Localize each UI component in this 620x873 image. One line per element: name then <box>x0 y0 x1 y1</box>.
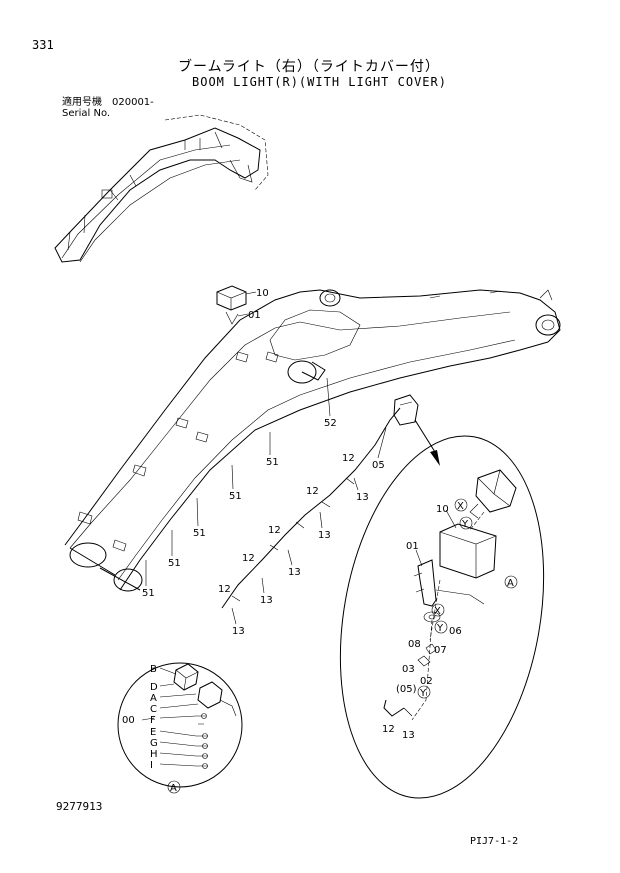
serial-label-en: Serial No. <box>62 108 111 119</box>
figure-code: PIJ7-1-2 <box>470 836 519 847</box>
ref-y: Y <box>419 688 427 699</box>
detail-arrow <box>430 450 440 466</box>
detail-view: X Y X Y Y A 10 01 06 07 08 03 02 (05) 12… <box>339 435 545 799</box>
boom-light-small <box>393 394 419 426</box>
inset-letter-c: C <box>150 704 157 715</box>
callout-13: 13 <box>288 567 301 578</box>
inset-kit-view: B D A C F E G H I 00 A <box>117 662 243 794</box>
inset-letter-i: I <box>150 760 153 771</box>
serial-label-jp: 適用号機 020001- <box>62 97 154 108</box>
callout-10: 10 <box>436 504 449 515</box>
callout-10: 10 <box>256 288 269 299</box>
inset-ref-a: A <box>170 783 177 794</box>
callout-06: 06 <box>449 626 462 637</box>
inset-letter-g: G <box>150 738 158 749</box>
inset-letter-d: D <box>150 682 158 693</box>
inset-letter-f: F <box>150 715 156 726</box>
callout-01: 01 <box>406 541 419 552</box>
inset-letter-e: E <box>150 727 156 738</box>
callout-01: 01 <box>248 310 261 321</box>
callout-51: 51 <box>168 558 181 569</box>
title-japanese: ブームライト（右）（ライトカバー付） <box>178 59 440 75</box>
callout-12: 12 <box>218 584 231 595</box>
detail-leader <box>414 419 436 453</box>
callout-05-paren: (05) <box>396 684 417 695</box>
boom-main <box>64 289 561 592</box>
callout-05: 05 <box>372 460 385 471</box>
callout-51: 51 <box>229 491 242 502</box>
main-callouts: 10 01 52 05 51 51 51 51 51 12 13 12 13 1… <box>142 288 387 637</box>
callout-12: 12 <box>268 525 281 536</box>
callout-13: 13 <box>356 492 369 503</box>
title-english: BOOM LIGHT(R)(WITH LIGHT COVER) <box>192 75 447 89</box>
callout-12: 12 <box>242 553 255 564</box>
callout-52: 52 <box>324 418 337 429</box>
upper-light-parts <box>216 285 257 325</box>
ref-y: Y <box>436 623 444 634</box>
callout-12: 12 <box>342 453 355 464</box>
callout-51: 51 <box>142 588 155 599</box>
inset-letter-b: B <box>150 664 157 675</box>
callout-07: 07 <box>434 645 447 656</box>
callout-00: 00 <box>122 715 135 726</box>
inset-letter-h: H <box>150 749 158 760</box>
callout-13: 13 <box>402 730 415 741</box>
page-number: 331 <box>32 38 54 52</box>
callout-13: 13 <box>260 595 273 606</box>
overview-thumbnail <box>54 114 269 263</box>
harness-route <box>221 407 401 609</box>
serial-number-label: 適用号機 020001- Serial No. <box>62 97 154 119</box>
drawing-number: 9277913 <box>56 800 103 813</box>
ref-x: X <box>457 501 464 512</box>
ref-x: X <box>434 606 441 617</box>
callout-51: 51 <box>193 528 206 539</box>
ref-y: Y <box>461 519 469 530</box>
ref-a: A <box>507 578 514 589</box>
callout-02: 02 <box>420 676 433 687</box>
callout-13: 13 <box>232 626 245 637</box>
callout-08: 08 <box>408 639 421 650</box>
callout-13: 13 <box>318 530 331 541</box>
callout-12: 12 <box>306 486 319 497</box>
callout-03: 03 <box>402 664 415 675</box>
callout-51: 51 <box>266 457 279 468</box>
callout-12: 12 <box>382 724 395 735</box>
inset-letter-a: A <box>150 693 157 704</box>
